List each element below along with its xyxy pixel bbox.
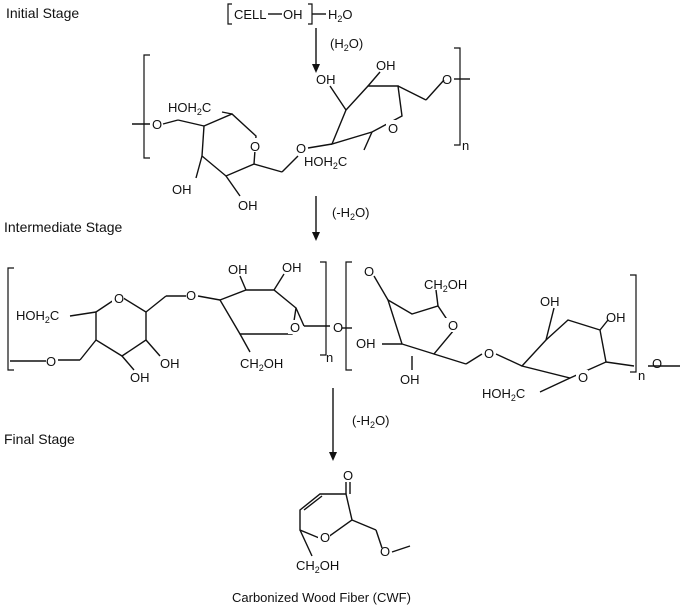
oh-label: OH — [160, 356, 180, 371]
ether-o-label: O — [380, 544, 390, 559]
oh-label: OH — [316, 72, 336, 87]
hoh2c-label: HOH2C — [482, 386, 525, 403]
glycosidic-o: O — [442, 72, 452, 87]
ring-o-label: O — [320, 530, 330, 545]
glycosidic-o: O — [186, 288, 196, 303]
oh-label: OH — [606, 310, 626, 325]
repeat-n-2: n — [326, 350, 333, 365]
ch2oh-label: CH2OH — [240, 356, 283, 373]
ring-o-label: O — [448, 318, 458, 333]
ring-o-label: O — [388, 121, 398, 136]
ring-o-label: O — [290, 320, 300, 335]
condition-2: (-H2O) — [332, 205, 370, 222]
reaction-arrow-2 — [312, 196, 320, 241]
product-caption: Carbonized Wood Fiber (CWF) — [232, 590, 411, 605]
carbonyl-o-label: O — [343, 468, 353, 483]
oh-label: OH — [282, 260, 302, 275]
stage-label-final: Final Stage — [4, 431, 75, 447]
condition-1: (H2O) — [330, 36, 363, 53]
repeat-n-3: n — [638, 368, 645, 383]
stage-label-intermediate: Intermediate Stage — [4, 219, 123, 235]
water-label: H2O — [328, 7, 353, 24]
glycosidic-o: O — [364, 264, 374, 279]
intermediate-dimer-right: n O O CH2OH OH OH O OH OH O O HOH2C — [342, 261, 680, 403]
repeat-n-1: n — [462, 138, 469, 153]
starting-material: CELL OH H2O — [227, 3, 353, 25]
ch2oh-label: CH2OH — [296, 558, 339, 575]
glycosidic-o: O — [296, 141, 306, 156]
oh-label: OH — [356, 336, 376, 351]
hoh2c-label: HOH2C — [304, 154, 347, 171]
oh-label: OH — [376, 58, 396, 73]
glycosidic-o: O — [152, 117, 162, 132]
cell-label: CELL — [234, 7, 267, 22]
ring-o-label: O — [114, 291, 124, 306]
hoh2c-label: HOH2C — [16, 308, 59, 325]
glycosidic-o: O — [333, 320, 343, 335]
hoh2c-label: HOH2C — [168, 100, 211, 117]
oh-label: OH — [238, 198, 258, 213]
oh-label: OH — [172, 182, 192, 197]
glycosidic-o: O — [46, 354, 56, 369]
cellulose-dimer: n O HOH2C O OH OH O OH OH O O HOH2C — [132, 47, 470, 213]
ring-o-label: O — [250, 139, 260, 154]
reaction-arrow-1 — [312, 28, 320, 73]
reaction-arrow-3 — [329, 388, 337, 461]
cell-oh-label: OH — [283, 7, 303, 22]
intermediate-dimer-left: n HOH2C O O OH OH O OH OH O O CH2OH — [7, 260, 343, 385]
condition-3: (-H2O) — [352, 413, 390, 430]
oh-label: OH — [540, 294, 560, 309]
ring-o-label: O — [578, 370, 588, 385]
glycosidic-o: O — [484, 346, 494, 361]
product-structure: O O O CH2OH — [296, 468, 411, 575]
glycosidic-o: O — [652, 356, 662, 371]
ch2oh-label: CH2OH — [424, 277, 467, 294]
oh-label: OH — [400, 372, 420, 387]
oh-label: OH — [228, 262, 248, 277]
oh-label: OH — [130, 370, 150, 385]
stage-label-initial: Initial Stage — [6, 5, 79, 21]
